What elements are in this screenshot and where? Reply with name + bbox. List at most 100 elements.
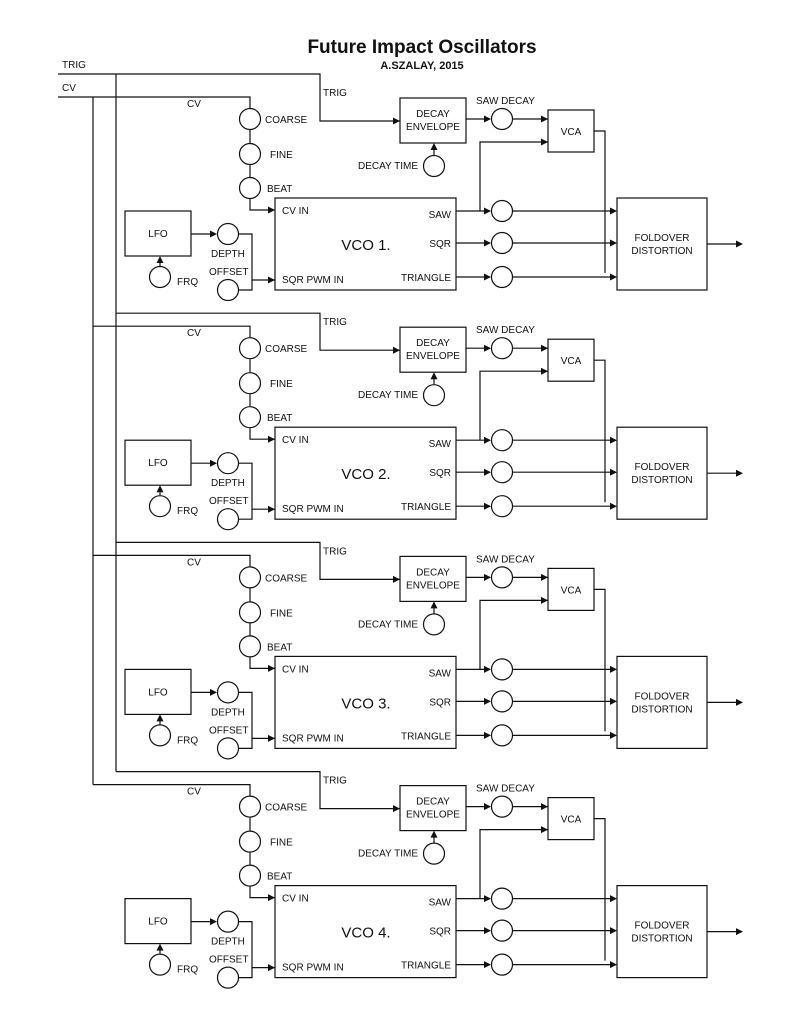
arrow-head bbox=[393, 117, 400, 125]
arrow-head bbox=[393, 575, 400, 583]
sqr-level-knob bbox=[490, 919, 514, 942]
lfo-label: LFO bbox=[148, 687, 168, 698]
cv-label: CV bbox=[187, 787, 201, 798]
beat-knob bbox=[238, 176, 262, 200]
decay-time-knob bbox=[422, 613, 446, 636]
wire bbox=[239, 280, 253, 291]
decay-time-label: DECAY TIME bbox=[358, 161, 418, 172]
saw-level-knob bbox=[490, 658, 514, 681]
decay-time-knob bbox=[422, 384, 446, 407]
arrow-head bbox=[541, 367, 548, 375]
trig-label: TRIG bbox=[323, 88, 347, 99]
fine-knob bbox=[238, 372, 262, 395]
lfo-frq-knob bbox=[148, 724, 172, 747]
vco-name: VCO 3. bbox=[341, 695, 390, 712]
depth-knob bbox=[216, 452, 240, 475]
arrow-head bbox=[210, 688, 217, 696]
cv-line bbox=[93, 783, 251, 796]
foldover-label: DISTORTION bbox=[631, 704, 692, 715]
sqr-output-label: SQR bbox=[429, 927, 451, 938]
wire bbox=[249, 199, 275, 211]
trig-label: TRIG bbox=[323, 776, 347, 787]
saw-decay-knob bbox=[490, 107, 514, 131]
arrow-head bbox=[156, 485, 164, 493]
trig-input-label: TRIG bbox=[62, 60, 86, 71]
arrow-head bbox=[430, 830, 438, 838]
beat-knob bbox=[238, 406, 262, 429]
coarse-label: COARSE bbox=[265, 573, 308, 584]
arrow-head bbox=[430, 143, 438, 150]
cv-input-label: CV bbox=[62, 83, 76, 94]
fine-label: FINE bbox=[270, 608, 293, 619]
wire bbox=[239, 233, 275, 281]
arrow-head bbox=[610, 927, 617, 935]
decay-envelope-label: ENVELOPE bbox=[406, 351, 460, 362]
decay-time-knob bbox=[422, 842, 446, 865]
saw-to-vca-line bbox=[479, 370, 548, 441]
sqr-pwm-in-label: SQR PWM IN bbox=[282, 504, 344, 515]
arrow-head bbox=[484, 273, 491, 281]
foldover-label: FOLDOVER bbox=[634, 691, 689, 702]
decay-envelope-box bbox=[399, 555, 467, 603]
vca-label: VCA bbox=[561, 585, 582, 596]
arrow-head bbox=[156, 943, 164, 951]
saw-decay-knob bbox=[490, 337, 514, 360]
vco-box bbox=[274, 197, 457, 291]
arrow-head bbox=[610, 207, 617, 215]
frq-label: FRQ bbox=[177, 735, 198, 746]
depth-knob bbox=[216, 910, 240, 933]
coarse-label: COARSE bbox=[265, 344, 308, 355]
vco-box bbox=[274, 426, 457, 520]
vca-label: VCA bbox=[561, 356, 582, 367]
fine-label: FINE bbox=[270, 150, 293, 161]
wire bbox=[239, 738, 253, 750]
decay-envelope-label: DECAY bbox=[416, 797, 450, 808]
arrow-head bbox=[484, 731, 491, 739]
lfo-frq-knob bbox=[148, 953, 172, 976]
decay-time-label: DECAY TIME bbox=[358, 849, 418, 860]
arrow-head bbox=[541, 138, 548, 146]
arrow-head bbox=[736, 928, 743, 936]
arrow-head bbox=[541, 803, 548, 811]
coarse-label: COARSE bbox=[265, 803, 308, 814]
offset-label: OFFSET bbox=[209, 955, 248, 966]
arrow-head bbox=[736, 469, 743, 477]
vca-output-line bbox=[594, 130, 606, 273]
saw-decay-knob bbox=[490, 566, 514, 589]
foldover-label: DISTORTION bbox=[631, 934, 692, 945]
arrow-head bbox=[484, 665, 491, 673]
fine-knob bbox=[238, 830, 262, 853]
arrow-head bbox=[268, 964, 275, 972]
cv-line bbox=[93, 325, 251, 338]
saw-decay-label: SAW DECAY bbox=[476, 784, 535, 795]
saw-to-vca-line bbox=[479, 599, 548, 670]
coarse-knob bbox=[238, 107, 262, 131]
arrow-head bbox=[210, 230, 217, 238]
offset-knob bbox=[216, 966, 240, 989]
foldover-label: FOLDOVER bbox=[634, 233, 689, 244]
vca-label: VCA bbox=[561, 815, 582, 826]
vca-output-line bbox=[594, 817, 606, 961]
decay-envelope-label: ENVELOPE bbox=[406, 580, 460, 591]
arrow-head bbox=[484, 344, 491, 352]
cv-in-label: CV IN bbox=[282, 664, 309, 675]
depth-label: DEPTH bbox=[211, 707, 245, 718]
triangle-output-label: TRIANGLE bbox=[401, 731, 451, 742]
triangle-level-knob bbox=[490, 265, 514, 289]
sqr-output-label: SQR bbox=[429, 468, 451, 479]
arrow-head bbox=[541, 826, 548, 834]
offset-knob bbox=[216, 278, 240, 302]
sqr-output-label: SQR bbox=[429, 697, 451, 708]
arrow-head bbox=[484, 961, 491, 969]
cv-label: CV bbox=[187, 328, 201, 339]
offset-label: OFFSET bbox=[209, 267, 248, 278]
foldover-label: FOLDOVER bbox=[634, 921, 689, 932]
saw-decay-knob bbox=[490, 795, 514, 818]
beat-label: BEAT bbox=[267, 413, 292, 424]
arrow-head bbox=[393, 805, 400, 813]
wire bbox=[249, 657, 275, 670]
arrow-head bbox=[210, 918, 217, 926]
offset-knob bbox=[216, 737, 240, 760]
lfo-box bbox=[124, 210, 192, 257]
